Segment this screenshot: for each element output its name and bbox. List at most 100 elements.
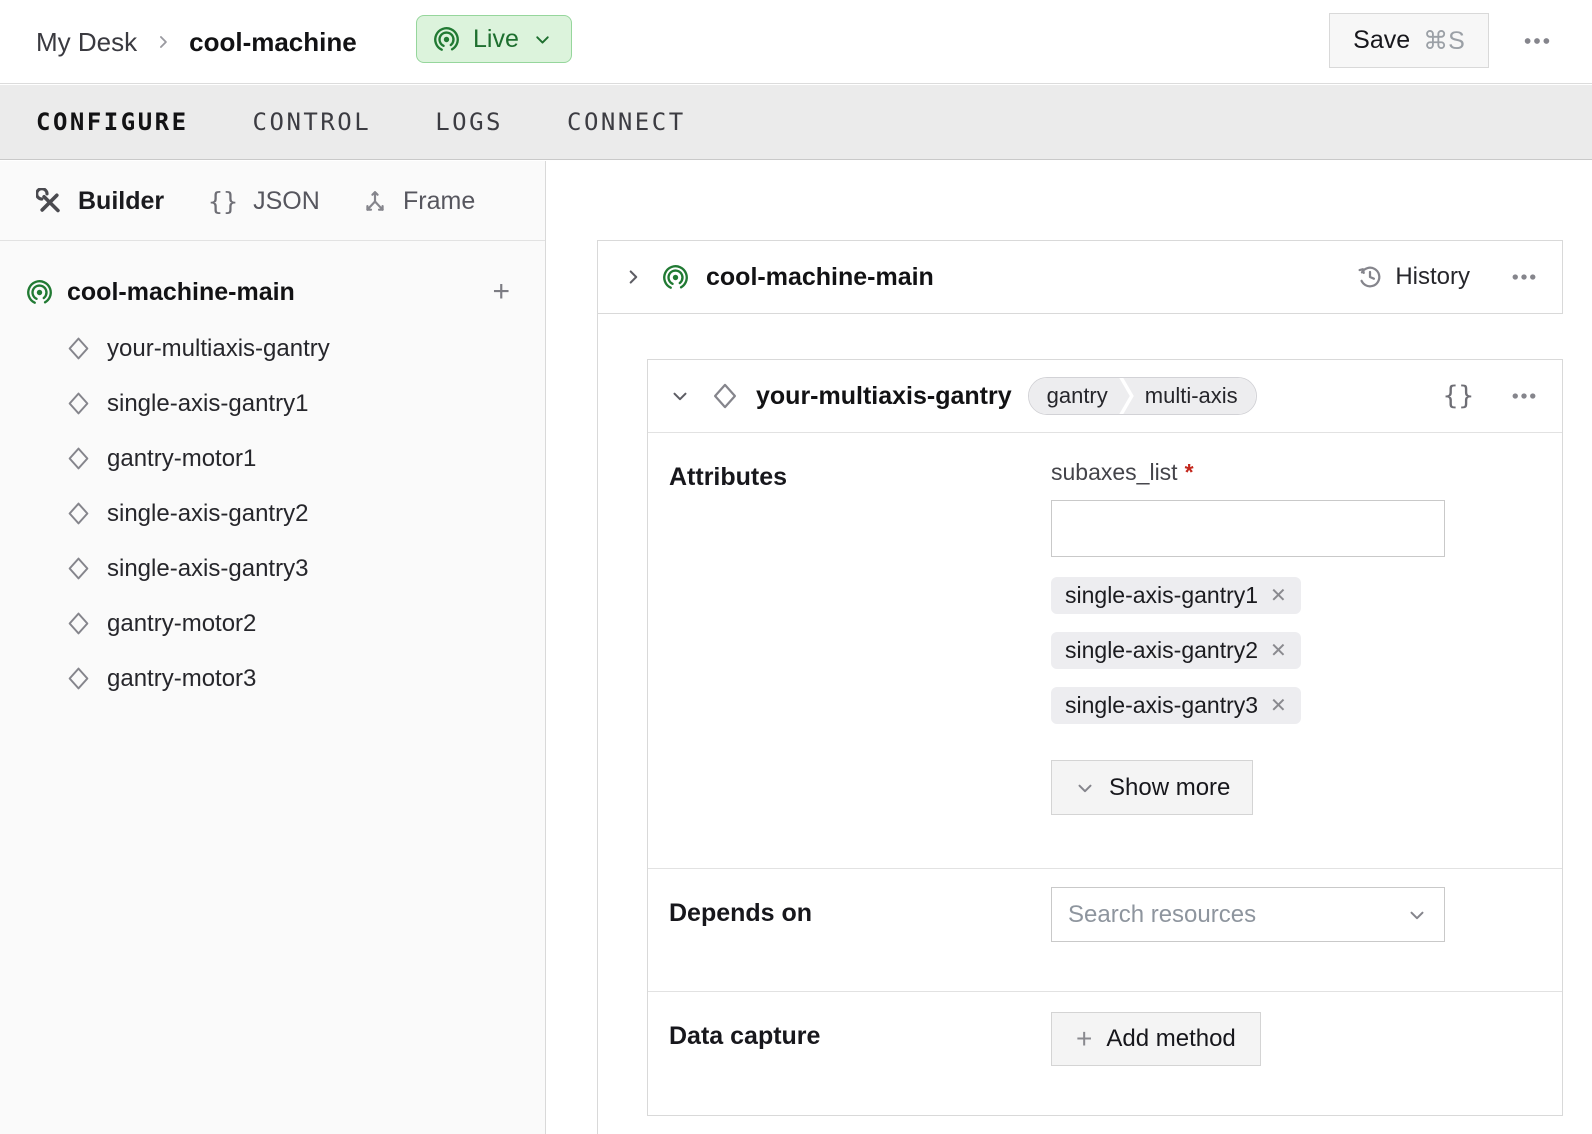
topbar: My Desk cool-machine Live Save ⌘S	[0, 0, 1592, 84]
save-button-label: Save	[1353, 26, 1410, 55]
data-capture-section-label: Data capture	[669, 1022, 820, 1051]
data-capture-section: Data capture + Add method	[648, 991, 1562, 1116]
collapse-chevron-down-icon[interactable]	[669, 385, 691, 407]
chip-remove-icon[interactable]: ✕	[1270, 696, 1287, 716]
add-method-button[interactable]: + Add method	[1051, 1012, 1261, 1066]
chip-remove-icon[interactable]: ✕	[1270, 586, 1287, 606]
chevron-down-icon	[532, 29, 553, 50]
attributes-section: Attributes subaxes_list* single-axis-gan…	[648, 433, 1562, 868]
mode-json[interactable]: {} JSON	[208, 161, 320, 241]
tree-item-gantry-motor1[interactable]: gantry-motor1	[0, 431, 546, 486]
config-main-area: cool-machine-main History your	[547, 161, 1592, 1134]
history-label: History	[1395, 263, 1470, 291]
frame-axes-icon	[362, 188, 388, 214]
tree-item-your-multiaxis-gantry[interactable]: your-multiaxis-gantry	[0, 321, 546, 376]
tree-item-label: single-axis-gantry2	[107, 500, 308, 528]
builder-tools-icon	[36, 188, 63, 215]
chip-single-axis-gantry3: single-axis-gantry3 ✕	[1051, 687, 1301, 724]
tree-item-label: gantry-motor3	[107, 665, 256, 693]
tab-logs[interactable]: LOGS	[435, 108, 503, 136]
tree-item-gantry-motor2[interactable]: gantry-motor2	[0, 596, 546, 651]
mode-builder-label: Builder	[78, 187, 164, 216]
chip-label: single-axis-gantry1	[1065, 582, 1258, 609]
tag-gantry: gantry	[1029, 377, 1130, 415]
sidebar-mode-switcher: Builder {} JSON Frame	[0, 161, 545, 241]
component-diamond-icon	[66, 666, 91, 691]
component-card-your-multiaxis-gantry: your-multiaxis-gantry gantry multi-axis …	[647, 359, 1563, 1116]
tree-item-label: single-axis-gantry1	[107, 390, 308, 418]
tag-multi-axis: multi-axis	[1123, 377, 1256, 415]
chip-remove-icon[interactable]: ✕	[1270, 641, 1287, 661]
tree-root-label: cool-machine-main	[67, 278, 295, 307]
add-component-button[interactable]: +	[492, 275, 510, 309]
tree-item-label: your-multiaxis-gantry	[107, 335, 330, 363]
save-button[interactable]: Save ⌘S	[1329, 13, 1489, 68]
component-type-tags: gantry multi-axis	[1028, 377, 1257, 415]
component-diamond-icon	[66, 446, 91, 471]
component-overflow-menu-button[interactable]	[1510, 382, 1538, 410]
tree-item-single-axis-gantry3[interactable]: single-axis-gantry3	[0, 541, 546, 596]
live-status-button[interactable]: Live	[416, 15, 572, 63]
broadcast-icon	[26, 279, 53, 306]
breadcrumb: My Desk cool-machine	[36, 0, 357, 84]
component-diamond-icon	[66, 556, 91, 581]
braces-icon: {}	[208, 187, 238, 216]
subaxes-field-label: subaxes_list	[1051, 459, 1178, 485]
show-more-label: Show more	[1109, 774, 1230, 802]
part-overflow-menu-button[interactable]	[1510, 263, 1538, 291]
depends-on-select[interactable]: Search resources	[1051, 887, 1445, 942]
depends-on-section-label: Depends on	[669, 899, 812, 928]
chip-label: single-axis-gantry2	[1065, 637, 1258, 664]
tab-configure[interactable]: CONFIGURE	[36, 108, 189, 136]
expand-chevron-right-icon[interactable]	[622, 266, 644, 288]
component-diamond-icon	[711, 382, 739, 410]
tree-item-label: gantry-motor1	[107, 445, 256, 473]
broadcast-icon	[433, 26, 460, 53]
component-name: your-multiaxis-gantry	[756, 382, 1012, 411]
breadcrumb-chevron-icon	[153, 32, 173, 52]
plus-icon: +	[1076, 1025, 1092, 1053]
meatball-menu-icon	[1522, 26, 1552, 56]
part-header-card: cool-machine-main History	[597, 240, 1563, 314]
tree-item-gantry-motor3[interactable]: gantry-motor3	[0, 651, 546, 706]
history-clock-icon	[1356, 263, 1384, 291]
subaxes-input[interactable]	[1051, 500, 1445, 557]
component-diamond-icon	[66, 611, 91, 636]
broadcast-icon	[662, 264, 689, 291]
component-diamond-icon	[66, 501, 91, 526]
component-card-header: your-multiaxis-gantry gantry multi-axis …	[648, 360, 1562, 433]
mode-frame-label: Frame	[403, 187, 475, 216]
save-shortcut-hint: ⌘S	[1423, 26, 1465, 56]
mode-builder[interactable]: Builder	[36, 161, 164, 241]
tabbar: CONFIGURE CONTROL LOGS CONNECT	[0, 85, 1592, 160]
topbar-overflow-menu-button[interactable]	[1512, 26, 1562, 56]
subaxes-chip-list: single-axis-gantry1 ✕ single-axis-gantry…	[1051, 577, 1521, 742]
history-button[interactable]: History	[1356, 263, 1470, 291]
tree-item-single-axis-gantry1[interactable]: single-axis-gantry1	[0, 376, 546, 431]
subaxes-field: subaxes_list* single-axis-gantry1 ✕ sing…	[1051, 459, 1521, 815]
tree-root-cool-machine-main[interactable]: cool-machine-main +	[0, 266, 546, 318]
chip-label: single-axis-gantry3	[1065, 692, 1258, 719]
add-method-label: Add method	[1106, 1025, 1235, 1053]
subaxes-field-label-row: subaxes_list*	[1051, 459, 1521, 486]
tab-connect[interactable]: CONNECT	[567, 108, 686, 136]
mode-frame[interactable]: Frame	[362, 161, 475, 241]
component-diamond-icon	[66, 391, 91, 416]
part-group-rail	[597, 240, 598, 1134]
depends-on-section: Depends on Search resources	[648, 868, 1562, 991]
show-more-button[interactable]: Show more	[1051, 760, 1253, 815]
sidebar: Builder {} JSON Frame cool-machine-main …	[0, 161, 546, 1134]
tree-item-label: gantry-motor2	[107, 610, 256, 638]
mode-json-label: JSON	[253, 187, 320, 216]
edit-json-button[interactable]: {}	[1443, 381, 1474, 411]
component-tree: your-multiaxis-gantry single-axis-gantry…	[0, 321, 546, 706]
part-name: cool-machine-main	[706, 263, 934, 292]
chip-single-axis-gantry1: single-axis-gantry1 ✕	[1051, 577, 1301, 614]
tab-control[interactable]: CONTROL	[253, 108, 372, 136]
attributes-section-label: Attributes	[669, 463, 787, 492]
chevron-down-icon	[1406, 904, 1428, 926]
live-status-label: Live	[473, 25, 519, 54]
breadcrumb-my-desk[interactable]: My Desk	[36, 27, 137, 58]
tree-item-single-axis-gantry2[interactable]: single-axis-gantry2	[0, 486, 546, 541]
